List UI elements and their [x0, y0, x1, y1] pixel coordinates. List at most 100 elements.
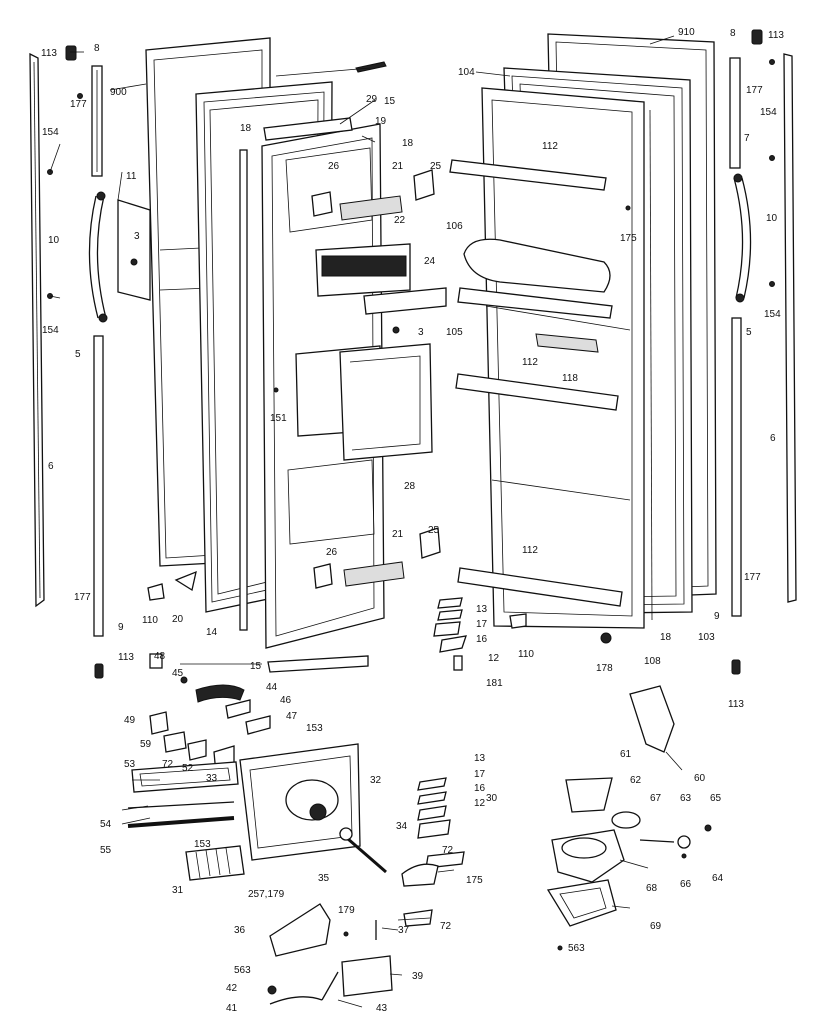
callout-47: 47: [286, 711, 298, 722]
callout-910: 910: [678, 27, 695, 38]
callout-15: 15: [250, 661, 262, 672]
callout-18: 18: [402, 138, 414, 149]
callout-48: 48: [154, 651, 166, 662]
callout-7: 7: [744, 133, 750, 144]
callout-21: 21: [392, 161, 404, 172]
callout-179: 179: [338, 905, 355, 916]
callout-9: 9: [714, 611, 720, 622]
callout-177: 177: [74, 592, 91, 603]
callout-104: 104: [458, 67, 475, 78]
callout-15: 15: [384, 96, 396, 107]
callout-175: 175: [466, 875, 483, 886]
callout-11: 11: [126, 171, 137, 182]
callout-113: 113: [41, 48, 57, 59]
callout-154: 154: [42, 127, 59, 138]
callout-563: 563: [234, 965, 251, 976]
callout-106: 106: [446, 221, 463, 232]
callout-59: 59: [140, 739, 152, 750]
callout-62: 62: [630, 775, 642, 786]
callout-103: 103: [698, 632, 715, 643]
callout-10: 10: [48, 235, 60, 246]
callout-6: 6: [770, 433, 776, 444]
callout-25: 25: [428, 525, 440, 536]
callout-35: 35: [318, 873, 330, 884]
callout-72: 72: [162, 759, 174, 770]
callout-181: 181: [486, 678, 503, 689]
callout-28: 28: [404, 481, 416, 492]
callout-18: 18: [240, 123, 252, 134]
callout-44: 44: [266, 682, 278, 693]
callout-25: 25: [430, 161, 442, 172]
callout-3: 3: [134, 231, 140, 242]
callout-39: 39: [412, 971, 424, 982]
callout-53: 53: [124, 759, 136, 770]
callout-64: 64: [712, 873, 724, 884]
fresh-food-door-assembly: [433, 29, 797, 675]
callout-153: 153: [306, 723, 323, 734]
callout-105: 105: [446, 327, 463, 338]
callout-13: 13: [474, 753, 486, 764]
callout-257-179: 257,179: [248, 889, 285, 900]
callout-14: 14: [206, 627, 218, 638]
callout-154: 154: [760, 107, 777, 118]
callout-6: 6: [48, 461, 54, 472]
callout-66: 66: [680, 879, 692, 890]
callout-113: 113: [728, 699, 744, 710]
callout-153: 153: [194, 839, 211, 850]
callout-37: 37: [398, 925, 410, 936]
callout-36: 36: [234, 925, 246, 936]
callout-112: 112: [522, 545, 538, 556]
callout-42: 42: [226, 983, 238, 994]
callout-178: 178: [596, 663, 613, 674]
callout-9: 9: [118, 622, 124, 633]
callout-16: 16: [474, 783, 486, 794]
callout-32: 32: [370, 775, 382, 786]
callout-26: 26: [328, 161, 340, 172]
callout-5: 5: [75, 349, 81, 360]
callout-8: 8: [730, 28, 736, 39]
callout-54: 54: [100, 819, 112, 830]
callout-69: 69: [650, 921, 662, 932]
callout-175: 175: [620, 233, 637, 244]
callout-49: 49: [124, 715, 136, 726]
callout-65: 65: [710, 793, 722, 804]
callout-113: 113: [768, 30, 784, 41]
callout-177: 177: [744, 572, 761, 583]
leader-lines: [49, 35, 683, 1008]
callout-177: 177: [70, 99, 87, 110]
ice-dispenser-motor-assembly: [546, 685, 712, 951]
callout-55: 55: [100, 845, 112, 856]
callout-31: 31: [172, 885, 184, 896]
callout-61: 61: [620, 749, 632, 760]
callout-110: 110: [142, 615, 158, 626]
callout-67: 67: [650, 793, 662, 804]
freezer-door-assembly: [29, 37, 447, 679]
callout-13: 13: [476, 604, 488, 615]
callout-45: 45: [172, 668, 184, 679]
callout-21: 21: [392, 529, 404, 540]
callout-72: 72: [440, 921, 452, 932]
callout-26: 26: [326, 547, 338, 558]
callout-52: 52: [182, 763, 194, 774]
callout-29: 29: [366, 94, 378, 105]
callout-110: 110: [518, 649, 534, 660]
callout-60: 60: [694, 773, 706, 784]
callout-72: 72: [442, 845, 454, 856]
callout-41: 41: [226, 1003, 238, 1014]
callout-112: 112: [522, 357, 538, 368]
callout-12: 12: [474, 798, 486, 809]
callout-19: 19: [375, 116, 387, 127]
callout-20: 20: [172, 614, 184, 625]
callout-34: 34: [396, 821, 408, 832]
callout-10: 10: [766, 213, 778, 224]
callout-30: 30: [486, 793, 498, 804]
callout-33: 33: [206, 773, 218, 784]
callout-63: 63: [680, 793, 692, 804]
callout-8: 8: [94, 43, 100, 54]
callout-12: 12: [488, 653, 500, 664]
callout-3: 3: [418, 327, 424, 338]
dispenser-assembly: [127, 653, 465, 1005]
callout-113: 113: [118, 652, 134, 663]
callout-17: 17: [474, 769, 486, 780]
